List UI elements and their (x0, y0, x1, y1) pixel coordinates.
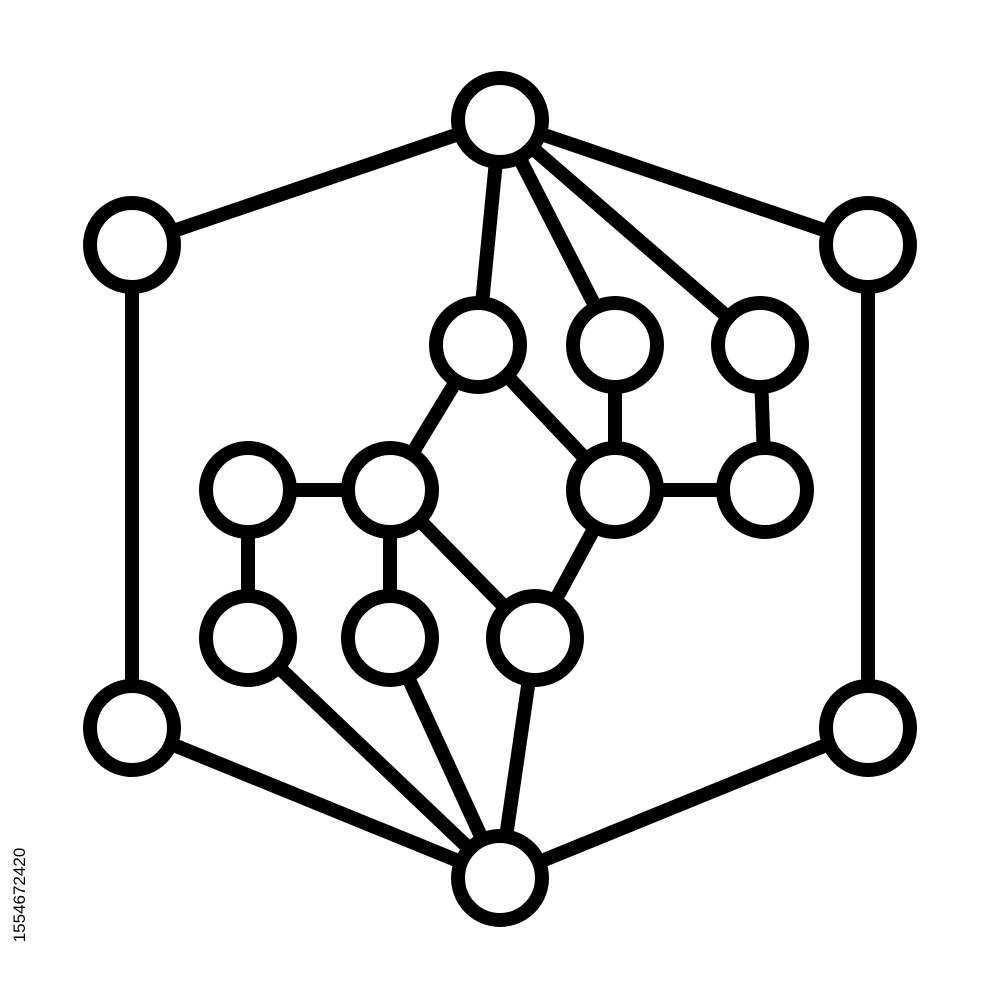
graph-nodes (83, 71, 917, 927)
node-top (451, 71, 549, 169)
node-b (566, 296, 664, 394)
node-h (199, 589, 297, 687)
node-left_top (83, 196, 181, 294)
edge-right_bot-bottom (493, 721, 875, 885)
node-left_bot (83, 679, 181, 777)
edge-h-bottom (241, 631, 507, 885)
node-e (341, 441, 439, 539)
node-c (711, 296, 809, 394)
node-j (486, 589, 584, 687)
edge-top-c (493, 113, 767, 352)
node-i (341, 589, 439, 687)
node-a (429, 296, 527, 394)
node-d (199, 441, 297, 539)
edge-top-left_top (125, 113, 507, 252)
node-f (566, 441, 664, 539)
node-g (716, 441, 814, 539)
node-right_bot (819, 679, 917, 777)
node-right_top (819, 196, 917, 294)
node-bottom (451, 829, 549, 927)
edge-left_bot-bottom (125, 721, 507, 885)
edge-top-right_top (493, 113, 875, 252)
